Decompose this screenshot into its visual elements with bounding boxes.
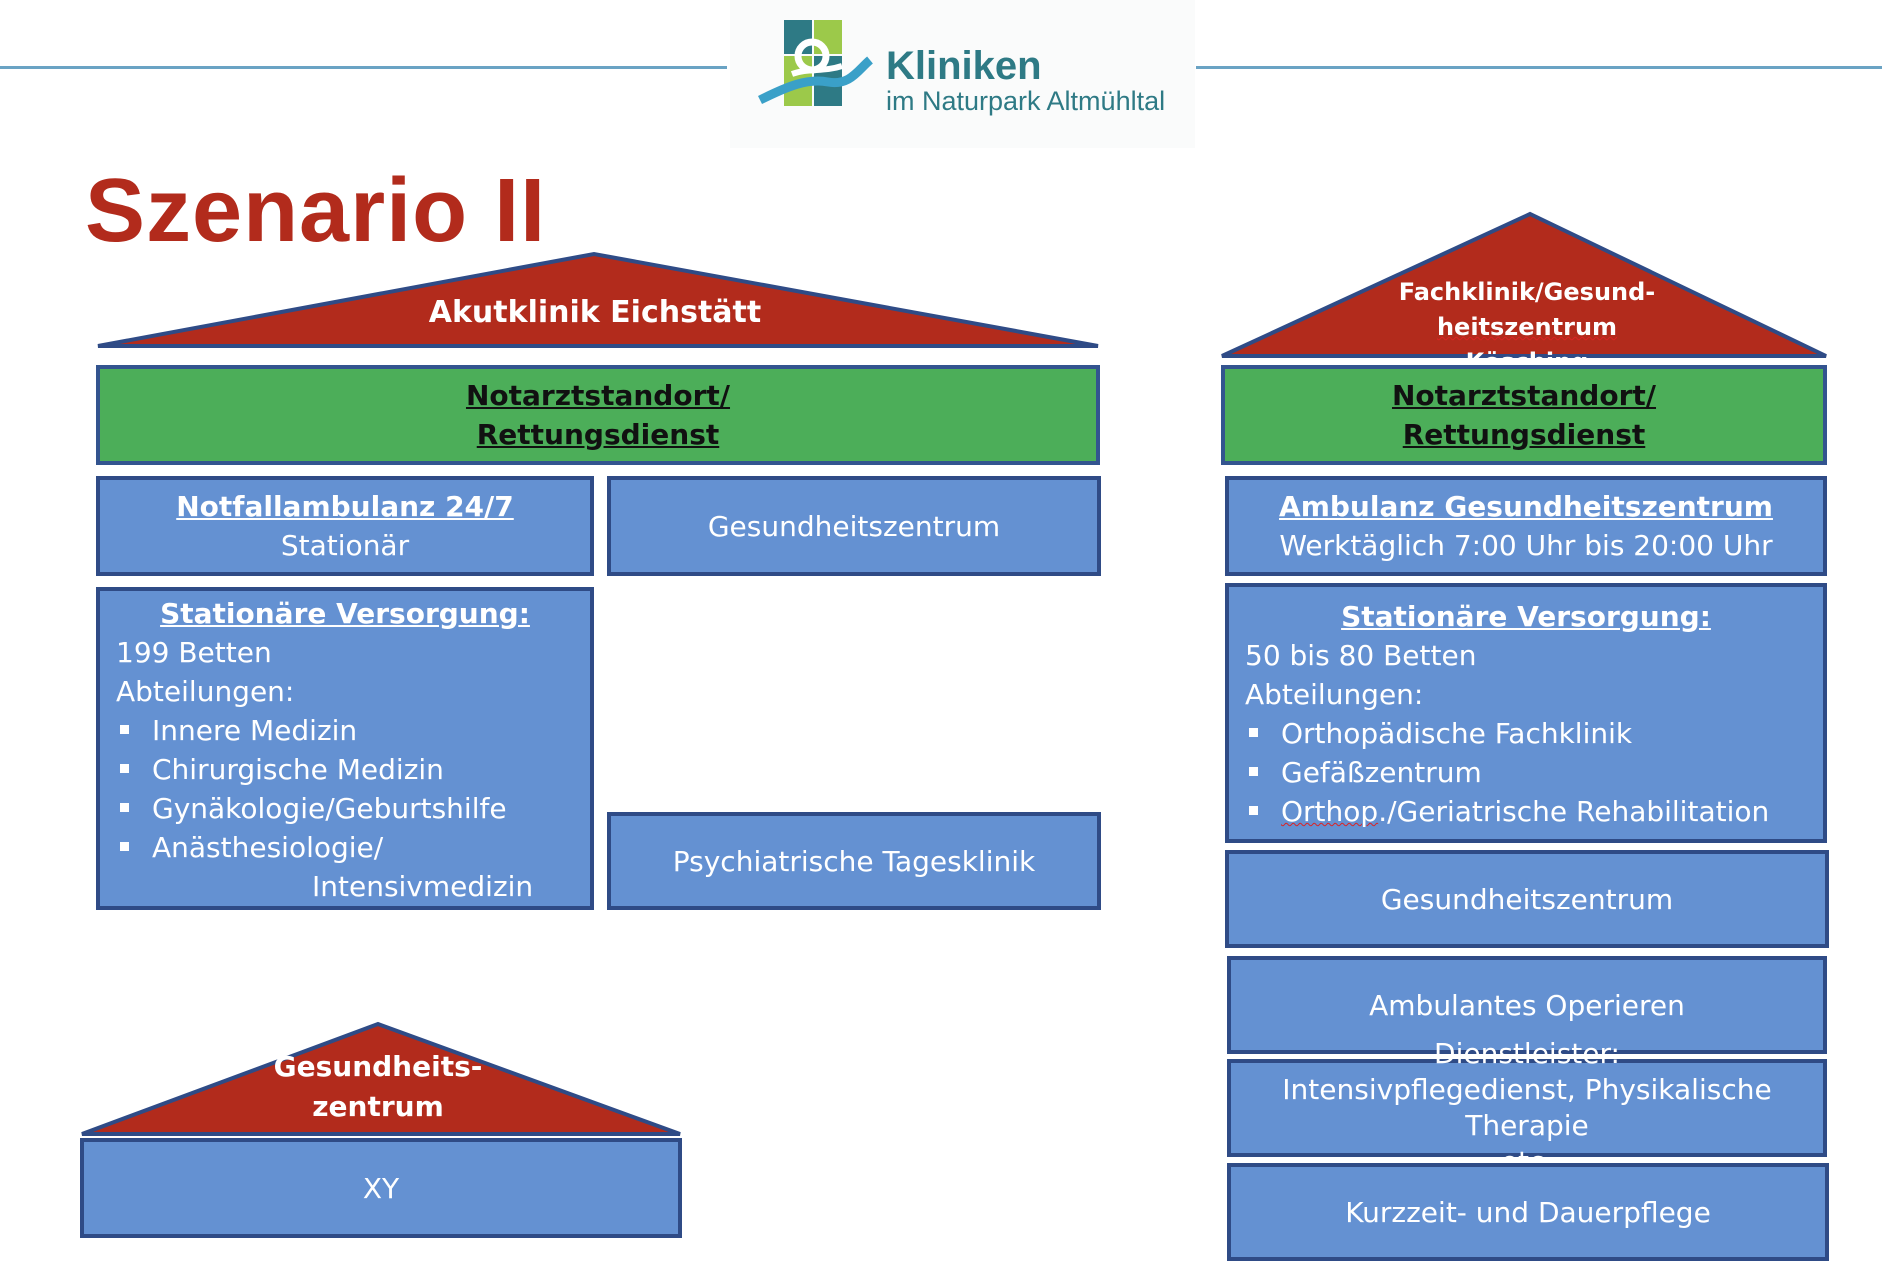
roof-koesching-word: heitszentrum	[1436, 313, 1618, 341]
pflege-label: Kurzzeit- und Dauerpflege	[1345, 1195, 1711, 1229]
notarzt-box-eichstaett: Notarztstandort/ Rettungsdienst	[96, 365, 1100, 465]
stationaer-title: Stationäre Versorgung:	[1341, 600, 1711, 633]
notfallambulanz-box: Notfallambulanz 24/7 Stationär	[96, 476, 594, 576]
beds-count: 199 Betten	[116, 636, 272, 669]
roof-eichstaett	[97, 251, 1099, 348]
list-item: Gefäßzentrum	[1245, 753, 1769, 792]
dept-list: Orthopädische Fachklinik Gefäßzentrum Or…	[1245, 714, 1769, 831]
dienstleister-line2: Intensivpflegedienst, Physikalische Ther…	[1282, 1073, 1772, 1142]
psych-tagesklinik-box: Psychiatrische Tagesklinik	[607, 812, 1101, 910]
ambulantes-operieren-label: Ambulantes Operieren	[1369, 988, 1685, 1022]
list-item: Anästhesiologie/	[116, 828, 507, 867]
logo-emblem-icon	[758, 20, 874, 106]
roof-koesching	[1221, 211, 1827, 358]
header-rule-left	[0, 66, 727, 69]
ambulanz-gz-hours: Werktäglich 7:00 Uhr bis 20:00 Uhr	[1279, 529, 1773, 562]
roof-koesching-label: Fachklinik/Gesund- heitszentrum Kösching	[1372, 275, 1682, 380]
list-item: Gynäkologie/Geburtshilfe	[116, 789, 507, 828]
ambulantes-operieren-box: Ambulantes Operieren	[1227, 956, 1827, 1054]
roof-gz-xy	[81, 1021, 681, 1136]
stationaer-title: Stationäre Versorgung:	[160, 597, 530, 630]
gesundheitszentrum-label: Gesundheitszentrum	[1380, 882, 1674, 916]
list-item: Chirurgische Medizin	[116, 750, 507, 789]
psych-tagesklinik-label: Psychiatrische Tagesklinik	[672, 844, 1036, 878]
roof-gz-xy-line2: zentrum	[312, 1090, 444, 1123]
beds-count: 50 bis 80 Betten	[1245, 639, 1477, 672]
ambulanz-gz-box: Ambulanz Gesundheitszentrum Werktäglich …	[1225, 476, 1827, 576]
notarzt-line2: Rettungsdienst	[476, 418, 720, 451]
gesundheitszentrum-box-koesching: Gesundheitszentrum	[1225, 850, 1829, 948]
pflege-box: Kurzzeit- und Dauerpflege	[1227, 1163, 1829, 1261]
list-item: Innere Medizin	[116, 711, 507, 750]
xy-label: XY	[362, 1171, 400, 1205]
roof-koesching-line1: Fachklinik/Gesund-	[1398, 278, 1656, 306]
notarzt-box-koesching: Notarztstandort/ Rettungsdienst	[1221, 365, 1827, 465]
dept-label: Abteilungen:	[1245, 678, 1424, 711]
list-item-part: Orthop	[1281, 795, 1379, 828]
notarzt-line1: Notarztstandort/	[1391, 379, 1657, 412]
notarzt-line2: Rettungsdienst	[1402, 418, 1646, 451]
list-item: Orthop./Geriatrische Rehabilitation	[1245, 792, 1769, 831]
page-title: Szenario II	[85, 161, 547, 261]
header-rule-right	[1196, 66, 1882, 69]
stationaer-box-koesching: Stationäre Versorgung: 50 bis 80 Betten …	[1225, 583, 1827, 843]
roof-gz-xy-line1: Gesundheits-	[273, 1050, 483, 1083]
notarzt-line1: Notarztstandort/	[465, 379, 731, 412]
notfallambulanz-title: Notfallambulanz 24/7	[176, 490, 514, 523]
logo	[730, 0, 1195, 148]
gesundheitszentrum-label: Gesundheitszentrum	[707, 509, 1001, 543]
ambulanz-gz-title: Ambulanz Gesundheitszentrum	[1279, 490, 1773, 523]
xy-box: XY	[80, 1138, 682, 1238]
roof-eichstaett-label: Akutklinik Eichstätt	[428, 295, 762, 330]
gesundheitszentrum-box-eichstaett: Gesundheitszentrum	[607, 476, 1101, 576]
logo-text-kliniken: Kliniken	[886, 44, 1042, 88]
roof-gz-xy-label: Gesundheits- zentrum	[228, 1047, 528, 1127]
logo-text-naturpark: im Naturpark Altmühltal	[886, 86, 1166, 116]
dienstleister-line1: Dienstleister:	[1434, 1037, 1620, 1070]
dept-label: Abteilungen:	[116, 675, 295, 708]
stationaer-box-eichstaett: Stationäre Versorgung: 199 Betten Abteil…	[96, 587, 594, 910]
notfallambulanz-sub: Stationär	[280, 529, 410, 562]
list-item: Orthopädische Fachklinik	[1245, 714, 1769, 753]
list-item-part: ./Geriatrische Rehabilitation	[1378, 795, 1770, 828]
dept-list: Innere Medizin Chirurgische Medizin Gynä…	[116, 711, 507, 867]
list-item-continuation: Intensivmedizin	[312, 870, 534, 903]
dienstleister-box: Dienstleister: Intensivpflegedienst, Phy…	[1227, 1037, 1827, 1178]
